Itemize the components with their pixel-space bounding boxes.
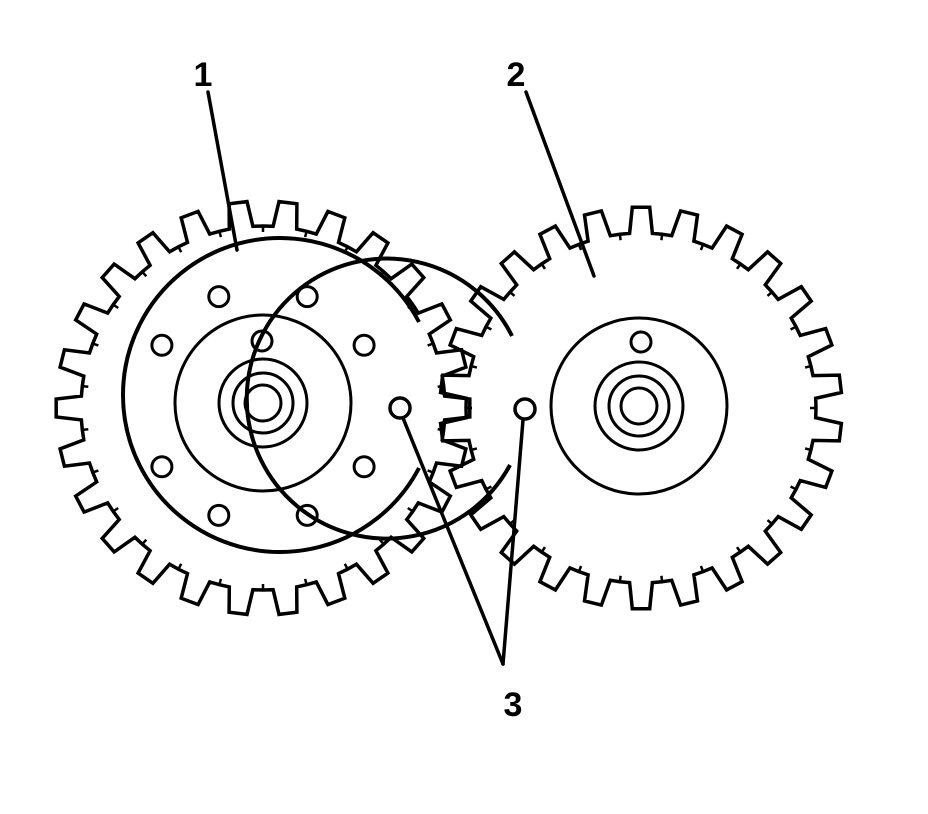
gear-1-boss-inner (231, 371, 295, 435)
gear-1-timing-mark (388, 396, 412, 420)
gear-1-hub (173, 313, 353, 493)
gear-2-timing-mark (513, 397, 537, 421)
gear-1-face-rim (121, 236, 421, 554)
gear-2-tooth-roots (466, 234, 816, 582)
gear-1-bolt-hole (150, 333, 174, 357)
gear-1-bolt-hole (295, 503, 319, 527)
gear-1-center-bore (243, 383, 283, 423)
gear-2-hub (549, 316, 729, 496)
leader-line-2 (524, 90, 596, 278)
gear-1 (54, 199, 472, 617)
gear-1-bolt-hole (352, 333, 376, 357)
gear-1-bolt-hole (295, 285, 319, 309)
gear-1-boss-outer (217, 357, 309, 449)
leader-line-3a (401, 416, 505, 666)
callout-2: 2 (507, 56, 526, 94)
leader-lines (206, 90, 596, 666)
gear-2-boss-inner (607, 374, 671, 438)
gear-1-bolt-hole (352, 455, 376, 479)
gear-1-bolt-hole (207, 503, 231, 527)
leader-line-1 (206, 90, 239, 252)
gear-2 (244, 205, 844, 611)
gear-1-bolt-hole (207, 285, 231, 309)
callout-3: 3 (504, 686, 523, 724)
leader-line-3b (501, 418, 525, 666)
gear-1-bolt-hole (150, 455, 174, 479)
gear-2-face-rim (244, 256, 514, 541)
gear-2-boss-outer (593, 360, 685, 452)
gear-2-hub-hole (629, 330, 653, 354)
gear-2-center-bore (619, 386, 659, 426)
gear-1-bolt-holes (150, 285, 376, 527)
callout-1: 1 (194, 56, 213, 94)
gear-2-teeth (438, 205, 844, 611)
